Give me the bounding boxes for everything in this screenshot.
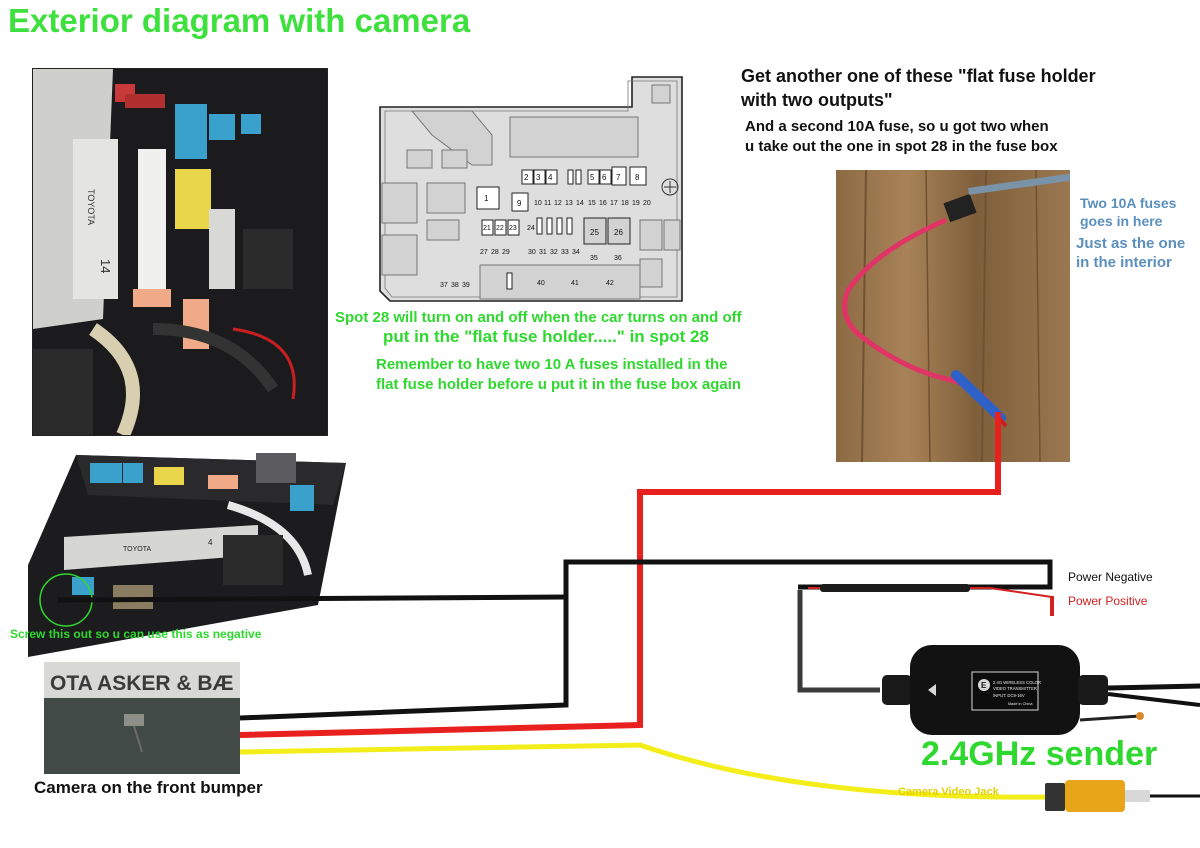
fuse-box-photo-art: TOYOTA 14 [33, 69, 327, 435]
fuse-slot-8: 8 [635, 173, 640, 182]
fuse-slot-26: 26 [614, 228, 623, 237]
fuse-slot-10: 10 [534, 200, 542, 207]
fuse-slot-4: 4 [548, 173, 553, 182]
page-title: Exterior diagram with camera [8, 2, 471, 39]
interior-note-line2: in the interior [1076, 254, 1172, 271]
second-fuse-note-line1: And a second 10A fuse, so u got two when [745, 118, 1049, 135]
svg-text:E: E [981, 681, 987, 690]
fuse-slot-5: 5 [590, 173, 595, 182]
two-fuses-note-line1: Two 10A fuses [1080, 195, 1177, 211]
fuse-slot-22: 22 [496, 225, 504, 232]
svg-text:Made in China: Made in China [1008, 702, 1033, 706]
fuse-slot-11: 11 [544, 200, 551, 207]
fuse-slot-41: 41 [571, 280, 579, 287]
spot28-note-line1: Spot 28 will turn on and off when the ca… [335, 309, 742, 326]
video-jack-label: Camera Video Jack [898, 786, 999, 798]
bumper-photo-art: OTA ASKER & BÆ [44, 662, 240, 774]
fuse-slot-35: 35 [590, 255, 598, 262]
sender-label: 2.4GHz sender [921, 735, 1158, 773]
fuse-slot-7: 7 [616, 173, 621, 182]
fuse-slot-29: 29 [502, 249, 510, 256]
svg-text:VIDEO TRANSMITTER: VIDEO TRANSMITTER [993, 686, 1037, 691]
fuse-slot-9: 9 [517, 199, 522, 208]
screw-note: Screw this out so u can use this as nega… [10, 627, 262, 641]
spot28-note-line2: put in the "flat fuse holder....." in sp… [383, 327, 709, 346]
fuse-slot-30: 30 [528, 249, 536, 256]
svg-text:2.4G WIRELESS COLOR: 2.4G WIRELESS COLOR [993, 680, 1041, 685]
power-positive-label: Power Positive [1068, 594, 1148, 608]
fuse-slot-33: 33 [561, 249, 569, 256]
svg-text:4: 4 [208, 538, 213, 547]
fuse-slot-2: 2 [524, 173, 529, 182]
camera-caption: Camera on the front bumper [34, 778, 263, 797]
bumper-photo: OTA ASKER & BÆ [44, 662, 240, 774]
fuse-box-photo: TOYOTA 14 [32, 68, 328, 436]
svg-text:TOYOTA: TOYOTA [123, 546, 151, 553]
engine-bay-photo: TOYOTA 4 [28, 453, 346, 657]
fuse-slot-15: 15 [588, 200, 596, 207]
fuse-slot-13: 13 [565, 200, 573, 207]
fuse-slot-40: 40 [537, 280, 545, 287]
fuse-slot-36: 36 [614, 255, 622, 262]
svg-text:14: 14 [98, 259, 113, 273]
fuse-slot-19: 19 [632, 200, 640, 207]
yellow-wire [239, 742, 1051, 800]
fuse-box-diagram: 1 2 3 4 5 6 7 8 9 10 11 12 13 14 15 16 1… [379, 76, 683, 302]
get-another-note-line1: Get another one of these "flat fuse hold… [741, 66, 1096, 86]
fuse-slot-16: 16 [599, 200, 607, 207]
fuse-slot-34: 34 [572, 249, 580, 256]
fuse-slot-38: 38 [451, 282, 459, 289]
svg-text:OTA ASKER & BÆ: OTA ASKER & BÆ [50, 672, 234, 695]
fuse-slot-42: 42 [606, 280, 614, 287]
fuse-slot-6: 6 [602, 173, 607, 182]
fuse-slot-28: 28 [491, 249, 499, 256]
fuse-slot-18: 18 [621, 200, 629, 207]
fuse-slot-14: 14 [576, 200, 584, 207]
fuse-slot-20: 20 [643, 200, 651, 207]
fuse-holder-photo [836, 170, 1070, 462]
fuse-slot-37: 37 [440, 282, 448, 289]
fuse-holder-photo-art [836, 170, 1070, 462]
power-negative-label: Power Negative [1068, 570, 1153, 584]
fuse-slot-12: 12 [554, 200, 562, 207]
remember-note-line2: flat fuse holder before u put it in the … [376, 376, 742, 393]
fuse-slot-24: 24 [527, 225, 535, 232]
second-fuse-note-line2: u take out the one in spot 28 in the fus… [745, 138, 1058, 155]
fuse-slot-32: 32 [550, 249, 558, 256]
interior-note-line1: Just as the one [1076, 235, 1186, 252]
fuse-slot-31: 31 [539, 249, 547, 256]
svg-text:TOYOTA: TOYOTA [86, 189, 96, 225]
fuse-slot-25: 25 [590, 228, 599, 237]
black-wire [239, 559, 1053, 721]
fuse-slot-17: 17 [610, 200, 618, 207]
get-another-note-line2: with two outputs" [741, 90, 893, 110]
fuse-slot-1: 1 [484, 194, 489, 203]
svg-text:INPUT: DC9-16V: INPUT: DC9-16V [993, 693, 1025, 698]
fuse-slot-27: 27 [480, 249, 488, 256]
remember-note-line1: Remember to have two 10 A fuses installe… [376, 356, 728, 373]
black-wire-ground [57, 594, 567, 603]
red-wire [239, 412, 1001, 738]
fuse-slot-23: 23 [509, 225, 517, 232]
fuse-slot-39: 39 [462, 282, 470, 289]
fuse-slot-3: 3 [536, 173, 541, 182]
fuse-slot-21: 21 [483, 225, 491, 232]
two-fuses-note-line2: goes in here [1080, 213, 1163, 229]
